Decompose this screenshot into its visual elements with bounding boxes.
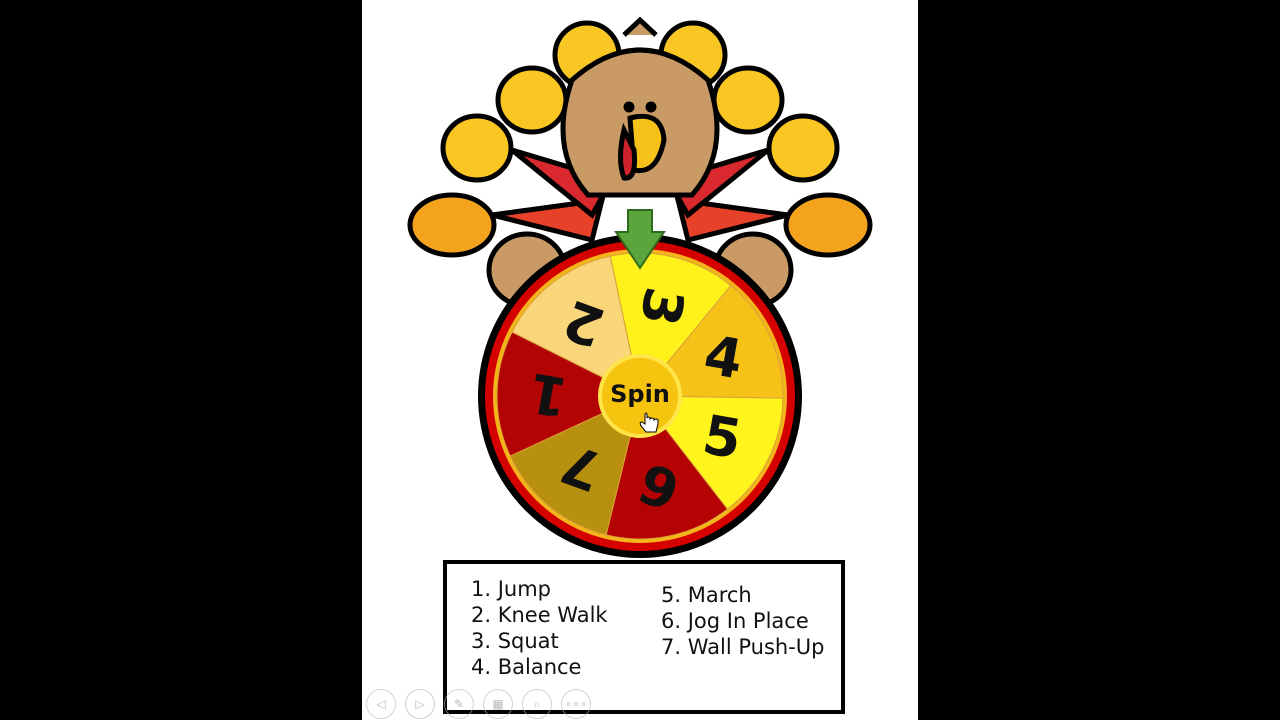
more-icon[interactable]: ∘∘∘: [561, 689, 591, 719]
legend-item: 2. Knee Walk: [471, 603, 608, 627]
next-icon[interactable]: ▷: [405, 689, 435, 719]
legend-item: 7. Wall Push-Up: [661, 635, 825, 659]
legend-item: 1. Jump: [471, 577, 552, 601]
wheel-segment-5: [638, 395, 784, 510]
wheel-segment-7: [509, 395, 641, 536]
previous-icon[interactable]: ◁: [366, 689, 396, 719]
legend-column-left: 1. Jump 2. Knee Walk 3. Squat 4. Balance: [471, 576, 608, 680]
legend-item: 6. Jog In Place: [661, 609, 809, 633]
spin-button-label: Spin: [610, 380, 670, 408]
legend-column-right: 5. March 6. Jog In Place 7. Wall Push-Up: [661, 582, 824, 660]
spin-button[interactable]: Spin: [598, 354, 682, 438]
slideshow-toolbar: ◁ ▷ ✎ ▦ ⌕ ∘∘∘: [366, 689, 591, 719]
wheel-segment-4: [638, 284, 784, 399]
wheel-segment-1: [496, 331, 642, 457]
zoom-icon[interactable]: ⌕: [522, 689, 552, 719]
wheel-segment-2: [511, 255, 641, 397]
pen-icon[interactable]: ✎: [444, 689, 474, 719]
exercise-legend: 1. Jump 2. Knee Walk 3. Squat 4. Balance…: [443, 560, 845, 714]
pointer-arrow-icon: [614, 209, 666, 270]
hand-cursor-icon: [639, 412, 659, 433]
legend-item: 3. Squat: [471, 629, 559, 653]
legend-item: 5. March: [661, 583, 752, 607]
slides-icon[interactable]: ▦: [483, 689, 513, 719]
legend-item: 4. Balance: [471, 655, 582, 679]
